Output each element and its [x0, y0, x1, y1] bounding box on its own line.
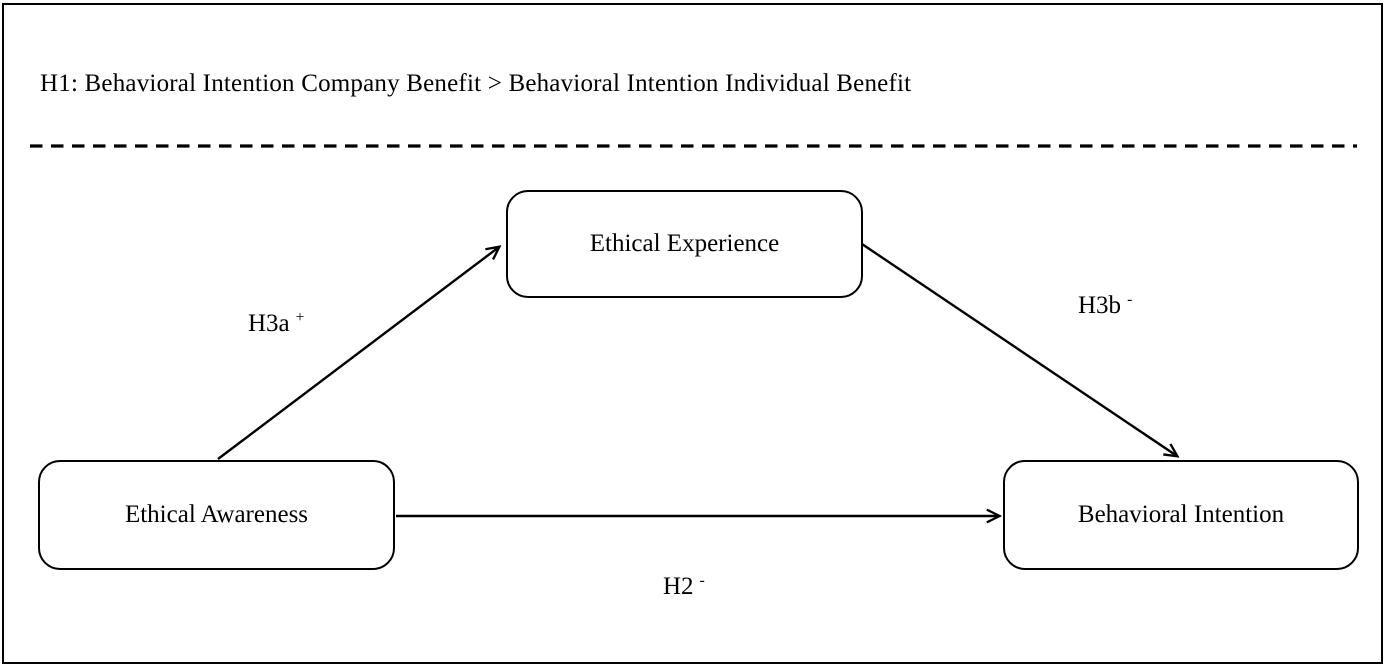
arrow-h3b: [858, 241, 1177, 456]
node-behavioral-intention: Behavioral Intention: [1003, 460, 1359, 570]
hypothesis-h1-text: H1: Behavioral Intention Company Benefit…: [40, 70, 912, 97]
edge-label-h3a-sign: +: [295, 308, 305, 326]
node-ethical-experience: Ethical Experience: [506, 190, 863, 298]
node-behavioral-intention-label: Behavioral Intention: [1077, 501, 1285, 528]
edge-label-h2: H2-: [663, 571, 705, 601]
edge-label-h3b-sign: -: [1127, 290, 1133, 308]
edge-label-h2-text: H2: [663, 573, 694, 600]
arrow-h3a: [217, 247, 499, 460]
node-ethical-experience-label: Ethical Experience: [589, 230, 780, 257]
edge-label-h3a-text: H3a: [248, 310, 290, 337]
edge-label-h3b-text: H3b: [1078, 292, 1122, 319]
node-ethical-awareness: Ethical Awareness: [38, 460, 395, 570]
edge-label-h3a: H3a +: [248, 308, 305, 338]
edge-label-h2-sign: -: [699, 571, 705, 589]
edge-label-h3b: H3b-: [1078, 290, 1133, 320]
node-ethical-awareness-label: Ethical Awareness: [124, 501, 309, 528]
